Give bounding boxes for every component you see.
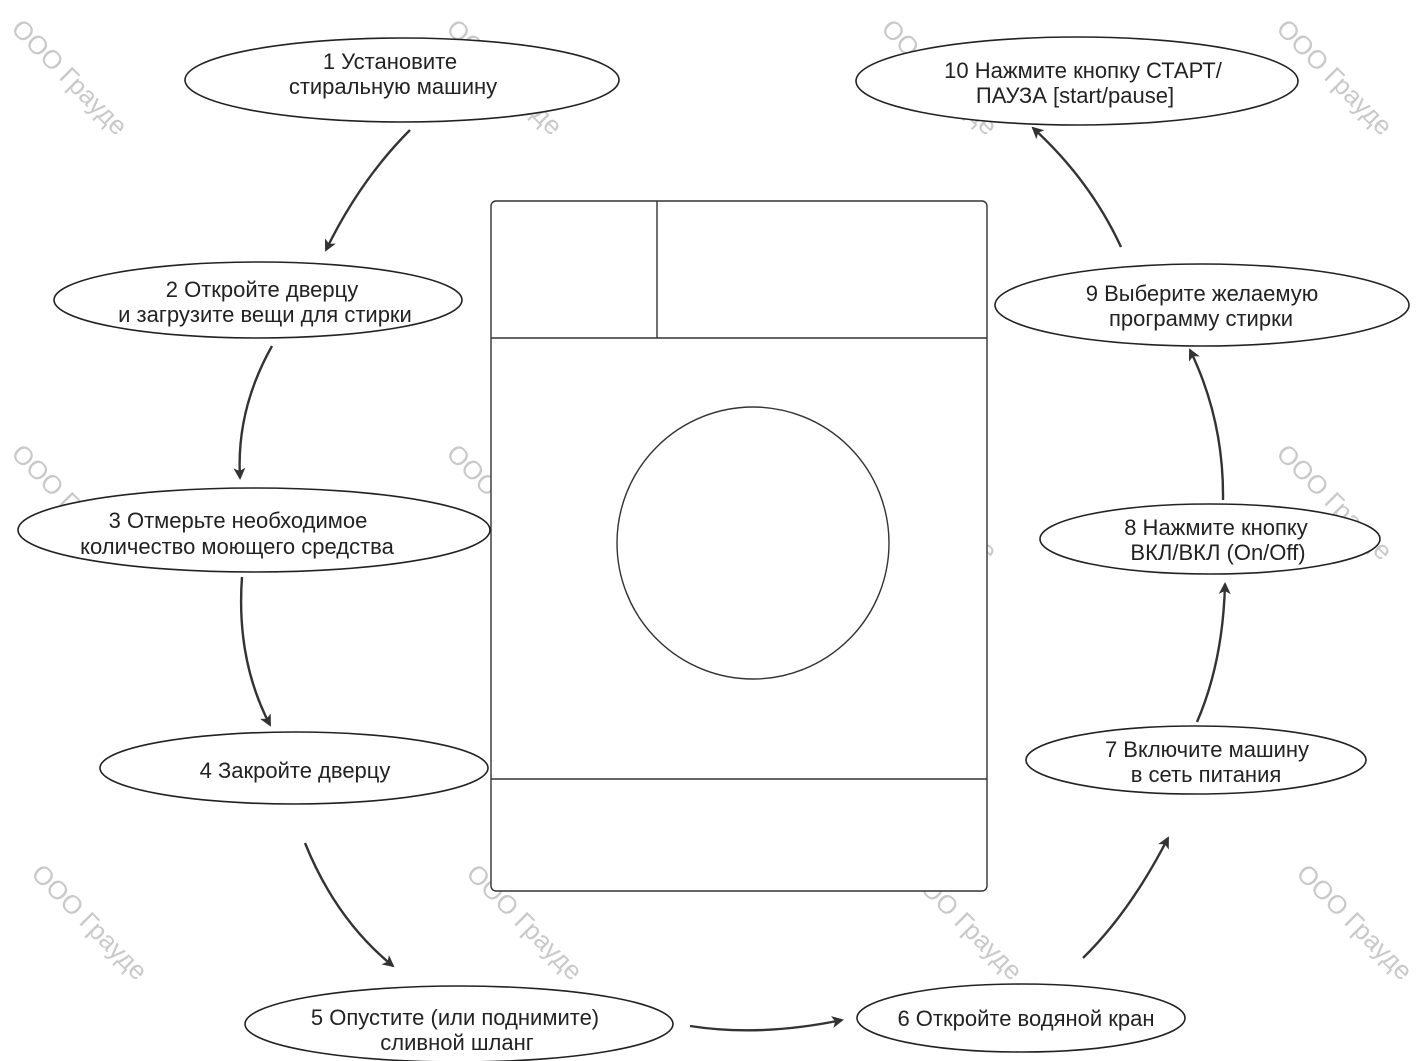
step-2-ellipse	[53, 261, 463, 339]
arrow-step-9-to-10	[1031, 126, 1123, 248]
washing-machine-illustration	[490, 200, 988, 892]
step-9: 9 Выберите желаемую программу стирки	[994, 263, 1410, 347]
step-4-ellipse	[99, 731, 489, 805]
step-9-line-1: 9 Выберите желаемую	[1086, 281, 1319, 306]
step-7-line-2: в сеть питания	[1131, 762, 1282, 787]
step-5-ellipse	[244, 985, 674, 1061]
step-2: 2 Откройте дверцу и загрузите вещи для с…	[53, 261, 463, 339]
step-8-line-1: 8 Нажмите кнопку	[1124, 515, 1308, 540]
step-10-ellipse	[855, 36, 1299, 126]
step-4-line-1: 4 Закройте дверцу	[200, 758, 391, 783]
step-8-line-2: ВКЛ/ВКЛ (On/Off)	[1130, 540, 1305, 565]
step-6-ellipse	[856, 983, 1186, 1053]
step-8: 8 Нажмите кнопку ВКЛ/ВКЛ (On/Off)	[1039, 503, 1381, 575]
step-7: 7 Включите машину в сеть питания	[1025, 725, 1367, 795]
arrow-step-7-to-8	[1195, 582, 1231, 723]
step-10-line-2: ПАУЗА [start/pause]	[976, 83, 1174, 108]
arrow-step-5-to-6	[689, 1016, 844, 1032]
step-7-ellipse	[1025, 725, 1367, 795]
arrow-step-1-to-2	[324, 129, 411, 252]
arrow-step-6-to-7	[1082, 836, 1170, 959]
step-7-line-1: 7 Включите машину	[1105, 737, 1309, 762]
step-bubbles: 1 Установите стиральную машину 2 Откройт…	[17, 36, 1410, 1061]
arrow-step-8-to-9	[1188, 348, 1225, 501]
step-6: 6 Откройте водяной кран	[856, 983, 1186, 1053]
step-4: 4 Закройте дверцу	[99, 731, 489, 805]
step-6-line-1: 6 Откройте водяной кран	[897, 1006, 1154, 1031]
step-9-line-2: программу стирки	[1109, 306, 1293, 331]
flow-arrows	[233, 126, 1231, 1032]
watermark-text: ООО Грауде	[6, 13, 134, 141]
step-2-line-2: и загрузите вещи для стирки	[118, 302, 412, 327]
step-9-ellipse	[994, 263, 1410, 347]
step-10-line-1: 10 Нажмите кнопку СТАРТ/	[944, 58, 1223, 83]
step-3: 3 Отмерьте необходимое количество моющег…	[17, 487, 491, 573]
step-2-line-1: 2 Откройте дверцу	[166, 277, 358, 302]
step-5-line-1: 5 Опустите (или поднимите)	[311, 1005, 599, 1030]
step-5: 5 Опустите (или поднимите) сливной шланг	[244, 985, 674, 1061]
step-5-line-2: сливной шланг	[380, 1030, 534, 1055]
step-8-ellipse	[1039, 503, 1381, 575]
step-1: 1 Установите стиральную машину	[184, 37, 620, 123]
step-1-ellipse	[184, 37, 620, 123]
arrow-step-4-to-5	[303, 842, 395, 968]
step-3-ellipse	[17, 487, 491, 573]
arrow-step-2-to-3	[233, 345, 274, 480]
watermark-text: ООО Грауде	[1291, 858, 1419, 986]
door-porthole	[616, 406, 890, 680]
step-3-line-2: количество моющего средства	[80, 534, 394, 559]
step-3-line-1: 3 Отмерьте необходимое	[109, 508, 368, 533]
arrow-step-3-to-4	[239, 576, 272, 727]
watermark-text: ООО Грауде	[26, 858, 154, 986]
step-1-line-2: стиральную машину	[289, 74, 497, 99]
step-1-line-1: 1 Установите	[323, 49, 457, 74]
step-10: 10 Нажмите кнопку СТАРТ/ ПАУЗА [start/pa…	[855, 36, 1299, 126]
